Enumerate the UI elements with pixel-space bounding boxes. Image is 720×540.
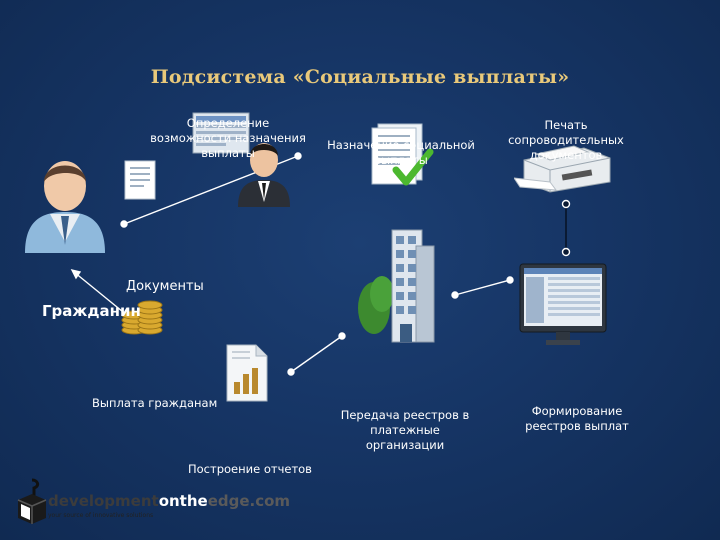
- assignment-label: Назначение социальной выплаты: [327, 138, 475, 167]
- connector-payment: [290, 335, 343, 373]
- reports-label: Построение отчетов: [188, 462, 312, 476]
- checkmark-icon: [392, 148, 434, 186]
- printer-icon: [514, 145, 611, 193]
- connector-transfer: [454, 279, 511, 296]
- payment-label: Выплата гражданам: [92, 396, 218, 410]
- citizen-label: Гражданин: [42, 302, 141, 320]
- connector-citizen-documents: [73, 271, 129, 317]
- assignment-document-icon: [371, 123, 434, 186]
- eligibility-label: Определение возможности назначения выпла…: [150, 116, 306, 160]
- registers-label: Формирование реестров выплат: [525, 404, 629, 433]
- transfer-label: Передача реестров в платежные организаци…: [340, 408, 470, 452]
- printing-label: Печать сопроводительных документов: [508, 118, 624, 162]
- registers-monitor-icon: [519, 263, 607, 345]
- logo-wordmark: developmentontheedge.com: [48, 492, 291, 510]
- logo-icon: [17, 478, 47, 524]
- documents-label: Документы: [126, 279, 204, 294]
- monitor-icon: [192, 112, 250, 154]
- coins-icon: [121, 300, 163, 335]
- page-title: Подсистема «Социальные выплаты»: [150, 66, 570, 88]
- logo-tagline: your source of innovative solutions: [48, 512, 154, 519]
- report-document-icon: [226, 344, 268, 402]
- document-icon: [124, 160, 156, 200]
- citizen-icon: [25, 161, 105, 253]
- building-icon: [358, 229, 435, 343]
- officer-icon: [238, 143, 290, 207]
